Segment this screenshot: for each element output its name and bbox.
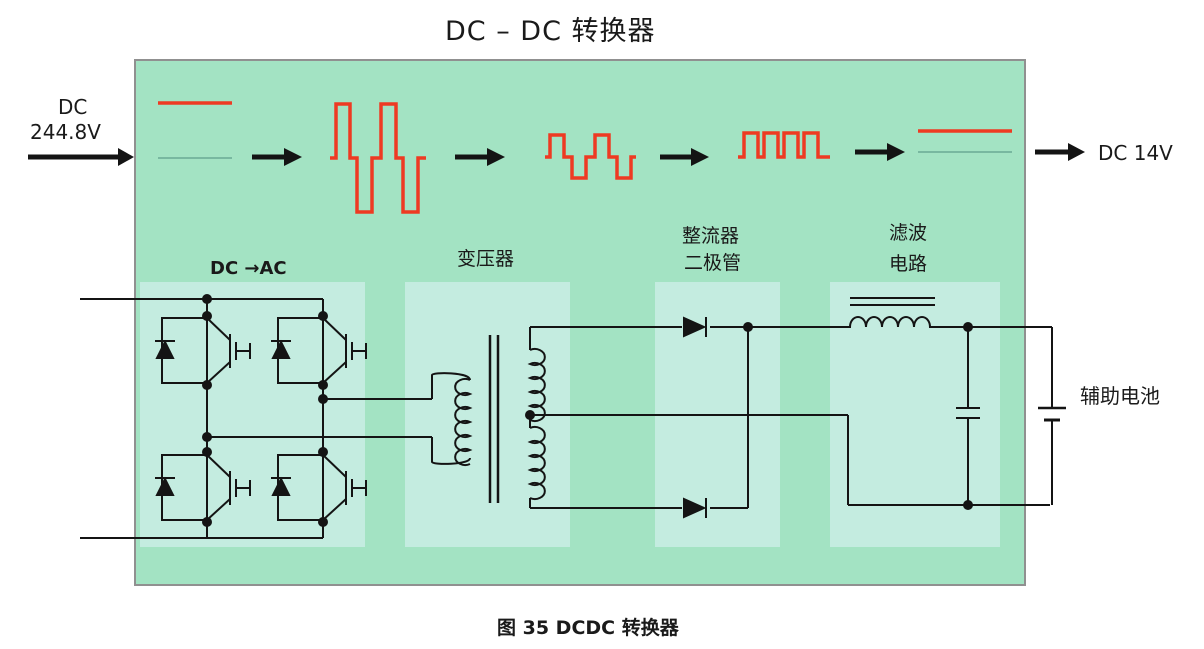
filter-inductor (848, 316, 1052, 328)
inverter-subpanel (140, 282, 365, 547)
figure-caption: 图 35 DCDC 转换器 (497, 617, 679, 639)
circuit (80, 297, 1066, 539)
transformer-ac-waveform (545, 133, 636, 180)
filter-label-line1: 滤波 (889, 222, 928, 244)
igbt-top-right (277, 317, 367, 384)
diode-tr (271, 339, 291, 359)
filter-label-line2: 电路 (889, 253, 928, 275)
secondary-coil-top (527, 348, 546, 422)
inverter-label: DC →AC (210, 258, 287, 279)
diode-tl (155, 339, 175, 359)
transformer-label: 变压器 (457, 248, 515, 270)
junctions (202, 294, 973, 527)
input-arrowhead (118, 148, 134, 166)
diode-br (271, 476, 291, 496)
rectifier-label-line1: 整流器 (682, 225, 740, 247)
battery-label: 辅助电池 (1080, 384, 1160, 408)
diode-bl (155, 476, 175, 496)
rectified-waveform (738, 131, 830, 159)
diagram-title: DC – DC 转换器 (445, 16, 656, 47)
rectifier-label-line2: 二极管 (684, 252, 742, 274)
input-label-voltage: 244.8V (30, 120, 101, 144)
primary-coil (454, 378, 473, 466)
output-arrowhead (1068, 143, 1085, 161)
input-label-type: DC (58, 95, 88, 119)
igbt-bottom-right (277, 454, 367, 521)
rectifier-diode-bottom (683, 497, 707, 519)
output-label: DC 14V (1098, 141, 1173, 165)
rectifier-diode-top (683, 316, 707, 338)
secondary-coil-bottom (527, 426, 546, 500)
inverter-ac-waveform (330, 102, 426, 214)
